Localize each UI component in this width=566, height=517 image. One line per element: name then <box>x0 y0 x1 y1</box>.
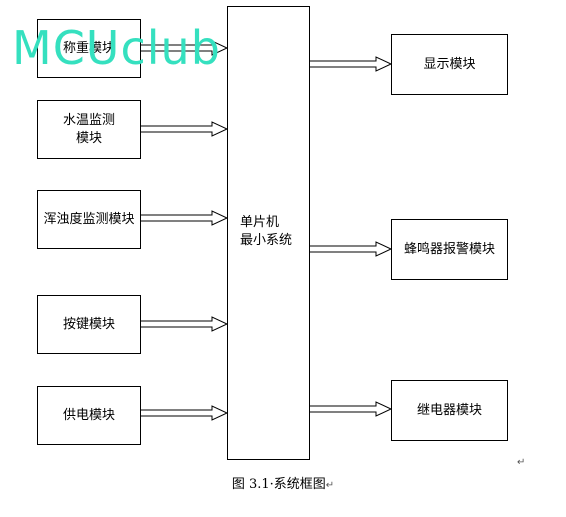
display-module-box: 显示模块 <box>391 34 508 95</box>
key-module-box: 按键模块 <box>37 295 141 354</box>
turbidity-module-box: 浑浊度监测模块 <box>37 190 141 249</box>
caption-mark: ↵ <box>325 480 335 491</box>
mcu-box <box>227 6 310 460</box>
relay-module-box: 继电器模块 <box>391 380 508 441</box>
buzzer-alarm-module-box: 蜂鸣器报警模块 <box>391 219 508 280</box>
paragraph-mark: ↵ <box>517 457 526 468</box>
weighing-module-label: 称重模块 <box>62 40 115 56</box>
arrow-mcu-to-buzzer <box>308 241 393 257</box>
arrow-weighing-to-mcu <box>139 40 229 56</box>
power-module-box: 供电模块 <box>37 386 141 445</box>
relay-module-label: 继电器模块 <box>416 402 482 418</box>
water-temp-module-label: 水温监测 模块 <box>62 112 115 146</box>
arrow-water-temp-to-mcu <box>139 121 229 137</box>
arrow-power-to-mcu <box>139 405 229 421</box>
figure-caption: 图 3.1·系统框图↵ <box>0 473 566 492</box>
caption-text: 图 3.1·系统框图 <box>231 477 326 492</box>
display-module-label: 显示模块 <box>423 56 476 72</box>
arrow-mcu-to-relay <box>308 401 393 417</box>
arrow-turbidity-to-mcu <box>139 210 229 226</box>
buzzer-alarm-module-label: 蜂鸣器报警模块 <box>403 241 495 257</box>
weighing-module-box: 称重模块 <box>37 19 141 78</box>
arrow-keys-to-mcu <box>139 316 229 332</box>
watermark-logo: MCUclub <box>12 21 221 75</box>
arrow-mcu-to-display <box>308 56 393 72</box>
key-module-label: 按键模块 <box>62 316 115 332</box>
mcu-label: 单片机 最小系统 <box>240 215 293 248</box>
power-module-label: 供电模块 <box>62 407 115 423</box>
turbidity-module-label: 浑浊度监测模块 <box>43 211 135 227</box>
water-temp-module-box: 水温监测 模块 <box>37 100 141 159</box>
